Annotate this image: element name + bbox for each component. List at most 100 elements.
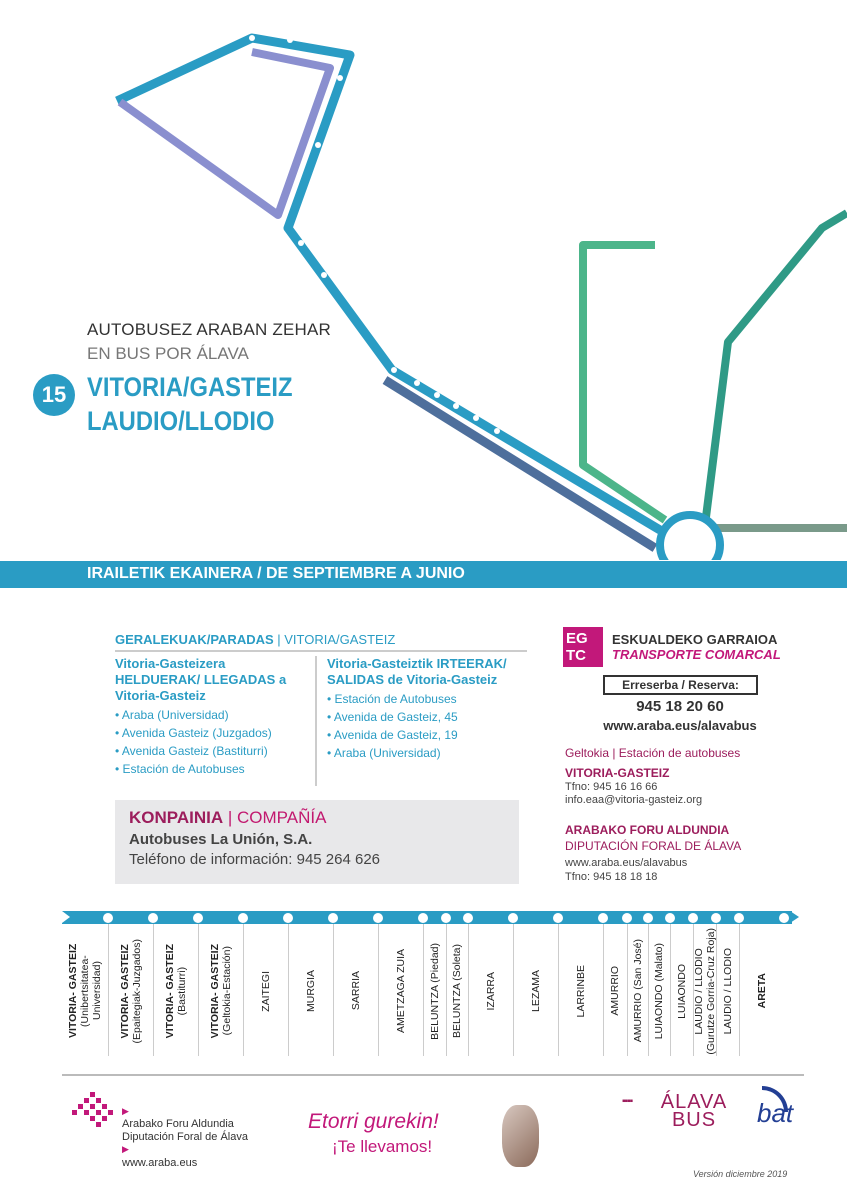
slogan-es: ¡Te llevamos!	[332, 1137, 433, 1156]
stop-label: AMETZAGA ZUIA	[380, 926, 421, 1056]
stop-dot	[622, 913, 632, 923]
list-item: • Avenida Gasteiz (Juzgados)	[115, 726, 272, 740]
stop-name: AMURRIO (San José)	[631, 939, 644, 1043]
stop-dot	[283, 913, 293, 923]
stop-label: VITORIA- GASTEIZ(Bastiturri)	[155, 926, 196, 1056]
list-item: • Araba (Universidad)	[115, 708, 229, 722]
stop-subname: (Unibertsitatea-Universidad)	[79, 955, 103, 1027]
stop-dot	[598, 913, 608, 923]
stop-label: LUIAONDO (Malato)	[650, 926, 668, 1056]
station-phone: Tfno: 945 16 16 66	[565, 781, 658, 793]
route-title-destination: LAUDIO/LLODIO	[87, 406, 275, 436]
stop-label: LEZAMA	[515, 926, 556, 1056]
diputacion-name-eu: ARABAKO FORU ALDUNDIA	[565, 823, 730, 837]
stop-label: IZARRA	[470, 926, 511, 1056]
stop-label: VITORIA- GASTEIZ(Unibertsitatea-Universi…	[64, 926, 106, 1056]
stop-dot	[711, 913, 721, 923]
stop-divider	[716, 924, 717, 1056]
stop-divider	[648, 924, 649, 1056]
stops-box-title: GERALEKUAK/PARADAS | VITORIA/GASTEIZ	[115, 632, 527, 652]
alava-bus-dots-icon: ▪▪▪▪	[622, 1096, 633, 1107]
stop-label: LUIAONDO	[672, 926, 691, 1056]
stop-name: LAUDIO / LLODIO	[692, 947, 705, 1035]
stop-name: BELUNTZA (Piedad)	[428, 942, 441, 1040]
departures-column: Vitoria-Gasteiztik IRTEERAK/ SALIDAS de …	[315, 656, 527, 786]
stop-divider	[627, 924, 628, 1056]
stop-divider	[378, 924, 379, 1056]
egtc-logo: EG TC	[563, 627, 603, 667]
arrivals-column: Vitoria-Gasteizera HELDUERAK/ LLEGADAS a…	[115, 656, 310, 778]
station-email[interactable]: info.eaa@vitoria-gasteiz.org	[565, 794, 703, 806]
footer-divider	[62, 1074, 804, 1076]
stop-dot	[238, 913, 248, 923]
stop-label: VITORIA- GASTEIZ(Epaitegiak-Juzgados)	[110, 926, 151, 1056]
route-line-start	[62, 911, 70, 923]
stop-dot	[328, 913, 338, 923]
list-item: • Avenida Gasteiz (Bastiturri)	[115, 744, 268, 758]
stop-label: ZAITEGI	[245, 926, 286, 1056]
stop-dot	[441, 913, 451, 923]
route-title-origin: VITORIA/GASTEIZ	[87, 372, 293, 402]
afa-web-link[interactable]: www.araba.eus	[122, 1157, 198, 1169]
reserve-phone: 945 18 20 60	[636, 698, 724, 715]
stop-name: SARRIA	[349, 971, 362, 1011]
stop-dot	[508, 913, 518, 923]
stop-subname: (Bastiturri)	[175, 966, 188, 1016]
stop-name: LARRINBE	[574, 964, 587, 1018]
slogan-eu: Etorri gurekin!	[308, 1110, 439, 1133]
stop-subname: (Gurutze Gorria-Cruz Roja)	[704, 927, 717, 1055]
reserve-web-link[interactable]: www.araba.eus/alavabus	[603, 718, 757, 733]
stop-label: BELUNTZA (Soleta)	[448, 926, 466, 1056]
arrow-bullet-icon: ▶	[122, 1144, 129, 1154]
stop-label: AMURRIO (San José)	[629, 926, 646, 1056]
stop-divider	[603, 924, 604, 1056]
stop-name: LEZAMA	[529, 969, 542, 1012]
reserve-label: Erreserba / Reserva:	[603, 675, 758, 695]
stop-dot	[193, 913, 203, 923]
stop-name: VITORIA- GASTEIZ	[118, 943, 131, 1039]
bat-logo: bat	[757, 1098, 794, 1128]
stop-label: SARRIA	[335, 926, 376, 1056]
stop-divider	[288, 924, 289, 1056]
company-heading: KONPAINIA | COMPAÑÍA	[129, 808, 327, 827]
list-item: • Avenida de Gasteiz, 19	[327, 728, 458, 742]
stop-dot	[103, 913, 113, 923]
stop-divider	[513, 924, 514, 1056]
stop-divider	[153, 924, 154, 1056]
stop-label: VITORIA- GASTEIZ(Geltokia-Estación)	[200, 926, 241, 1056]
list-item: • Araba (Universidad)	[327, 746, 441, 760]
diputacion-name-es: DIPUTACIÓN FORAL DE ÁLAVA	[565, 839, 742, 853]
diputacion-logo-icon	[72, 1092, 113, 1127]
list-item: • Estación de Autobuses	[327, 692, 457, 706]
diputacion-phone: Tfno: 945 18 18 18	[565, 871, 658, 883]
list-item: • Avenida de Gasteiz, 45	[327, 710, 458, 724]
stop-divider	[243, 924, 244, 1056]
stop-dot	[148, 913, 158, 923]
stop-dot	[665, 913, 675, 923]
stop-label: LAUDIO / LLODIO(Gurutze Gorria-Cruz Roja…	[692, 926, 717, 1056]
stop-name: MURGIA	[304, 970, 317, 1012]
stop-dot	[373, 913, 383, 923]
stop-divider	[693, 924, 694, 1056]
stop-name: BELUNTZA (Soleta)	[451, 944, 463, 1038]
stop-dot	[463, 913, 473, 923]
route-arrow-icon	[790, 911, 799, 923]
stop-divider	[198, 924, 199, 1056]
stop-label: ARETA	[741, 926, 782, 1056]
header-kicker-eu: AUTOBUSEZ ARABAN ZEHAR	[87, 320, 332, 339]
diputacion-web[interactable]: www.araba.eus/alavabus	[565, 857, 688, 869]
stop-dot	[734, 913, 744, 923]
egtc-name-eu: ESKUALDEKO GARRAIOA	[612, 632, 778, 647]
stop-divider	[670, 924, 671, 1056]
stop-subname: (Geltokia-Estación)	[220, 946, 233, 1036]
stop-divider	[558, 924, 559, 1056]
station-city: VITORIA-GASTEIZ	[565, 766, 670, 780]
company-name: Autobuses La Unión, S.A.	[129, 831, 313, 848]
stop-label: BELUNTZA (Piedad)	[425, 926, 444, 1056]
stop-name: VITORIA- GASTEIZ	[208, 943, 221, 1039]
stop-name: ARETA	[755, 973, 768, 1009]
departures-heading: Vitoria-Gasteiztik IRTEERAK/ SALIDAS de …	[327, 656, 507, 687]
stop-name: AMURRIO	[609, 966, 621, 1016]
arrow-bullet-icon: ▶	[122, 1106, 129, 1116]
